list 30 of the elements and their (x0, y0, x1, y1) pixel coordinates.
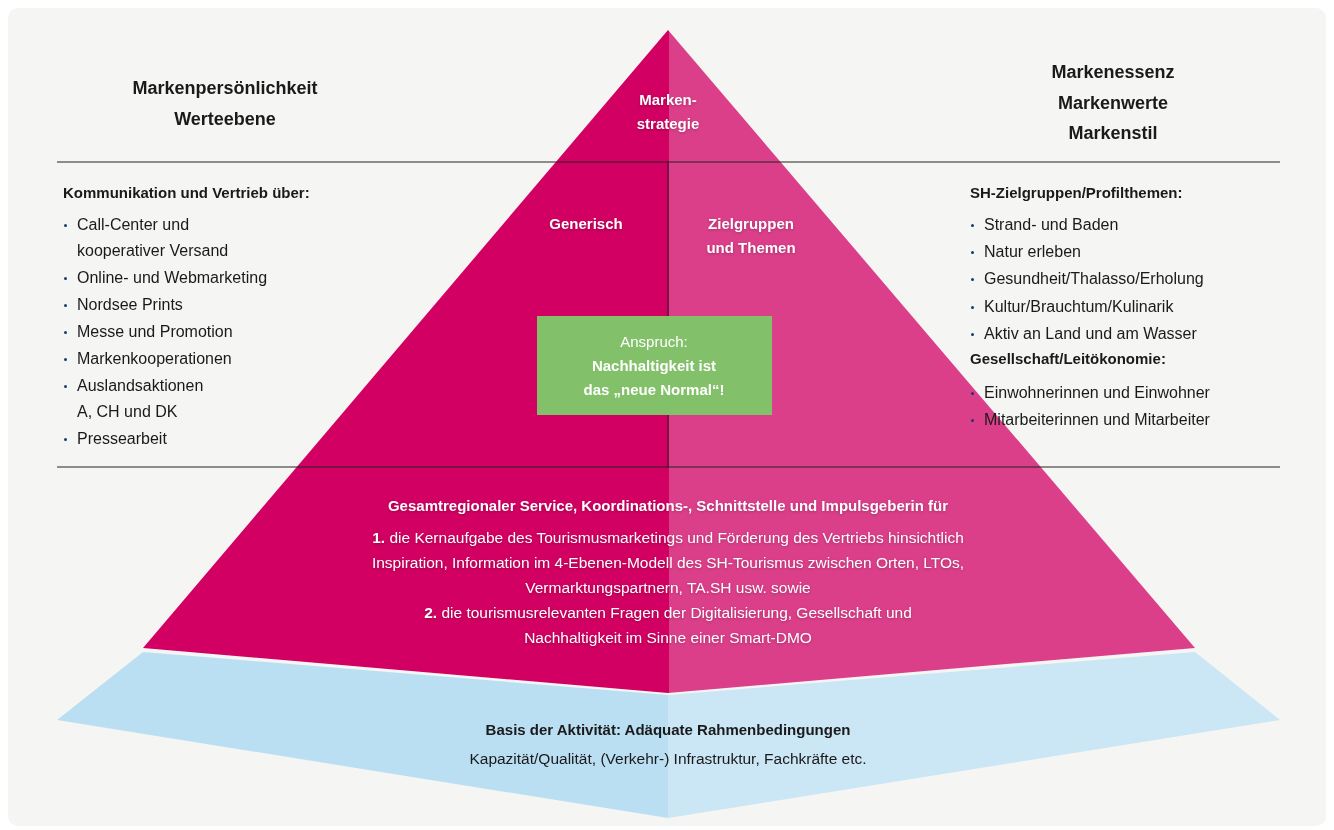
heading-text: Markenpersönlichkeit (132, 78, 318, 99)
body-text: 2. die tourismusrelevanten Fragen der Digitalisierung, Gesellschaft und Nachhaltigkeit im Sinne einer Smart-DMO (423, 603, 913, 648)
section-heading: Gesamtregionaler Service, Koordinations-, Schnittstelle und Impulsgeberin für (386, 496, 950, 516)
list-item: Nordsee Prints (63, 292, 183, 318)
list-heading: Gesellschaft/Leitökonomie: (970, 350, 1166, 367)
list-heading: SH-Zielgruppen/Profilthemen: (970, 184, 1183, 201)
list-item: Gesundheit/Thalasso/Erholung (970, 266, 1204, 292)
heading-text: Markenwerte (1057, 93, 1169, 114)
list-item: Einwohnerinnen und Einwohner (970, 380, 1210, 406)
list-item: Call-Center und kooperativer Versand (63, 212, 252, 264)
claim-label: Anspruch: (619, 332, 689, 352)
list-item: Messe und Promotion (63, 319, 233, 345)
heading-text: Markenstil (1068, 123, 1158, 144)
body-text: Kapazität/Qualität, (Verkehr-) Infrastruktur, Fachkräfte etc. (468, 749, 868, 769)
list-item: Aktiv an Land und am Wasser (970, 321, 1197, 347)
column-heading: Zielgruppen und Themen (705, 214, 797, 258)
list-item: Kultur/Brauchtum/Kulinarik (970, 294, 1174, 320)
list-heading: Kommunikation und Vertrieb über: (63, 184, 310, 201)
heading-text: Markenessenz (1051, 62, 1175, 83)
column-heading: Generisch (548, 214, 624, 234)
list-item: Pressearbeit (63, 426, 167, 452)
list-item: Markenkooperationen (63, 346, 232, 372)
claim-text: Nachhaltigkeit ist das „neue Normal“! (582, 356, 726, 400)
list-item: Online- und Webmarketing (63, 265, 268, 291)
heading-text: Werteebene (174, 109, 276, 130)
pyramid-title: Marken- strategie (635, 90, 701, 134)
list-item: Natur erleben (970, 239, 1081, 265)
list-item: Auslandsaktionen A, CH und DK (63, 373, 212, 425)
list-item: Strand- und Baden (970, 212, 1119, 238)
section-heading: Basis der Aktivität: Adäquate Rahmenbedingungen (484, 720, 852, 740)
